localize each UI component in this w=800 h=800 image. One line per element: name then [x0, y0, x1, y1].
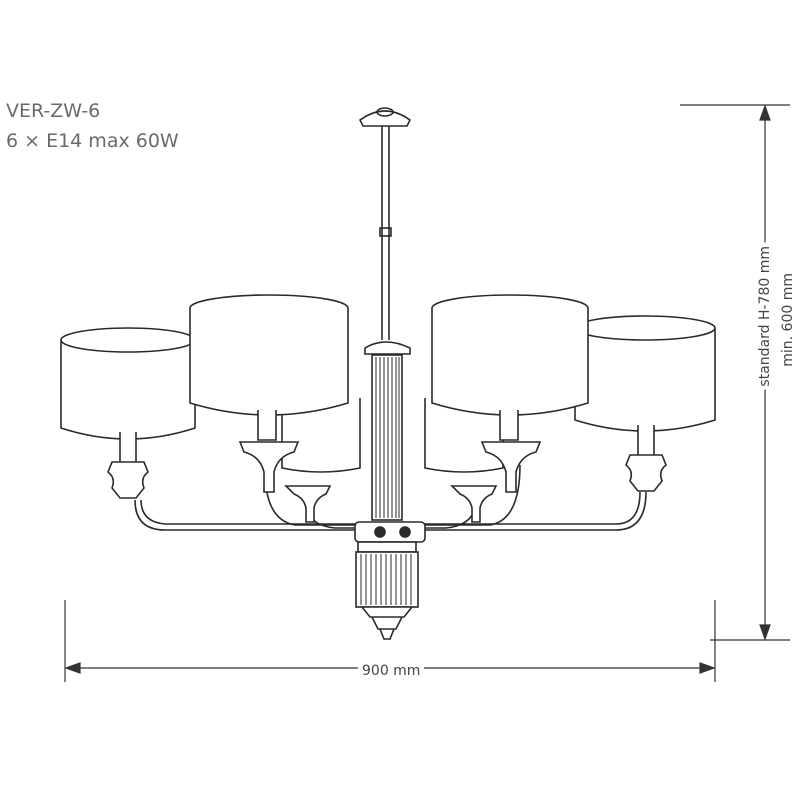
width-label: 900 mm: [358, 659, 425, 683]
shade-front-right: [431, 294, 589, 493]
height-min-label: min. 600 mm: [780, 270, 796, 370]
candle-cups-inner: [284, 485, 498, 523]
shade-far-right: [574, 315, 716, 492]
canopy: [358, 107, 412, 340]
model-name: VER-ZW-6: [6, 100, 101, 122]
central-column: [364, 341, 411, 521]
bulb-spec: 6 × E14 max 60W: [6, 130, 179, 152]
shade-back-inner-right: [424, 398, 504, 473]
lower-body: [355, 541, 419, 640]
shade-far-left: [60, 327, 196, 499]
shade-front-left: [189, 294, 349, 493]
height-standard-label: standard H-780 mm: [757, 243, 773, 390]
height-dimension: [680, 104, 790, 641]
arms: [134, 464, 647, 543]
shade-back-inner-left: [281, 398, 361, 473]
